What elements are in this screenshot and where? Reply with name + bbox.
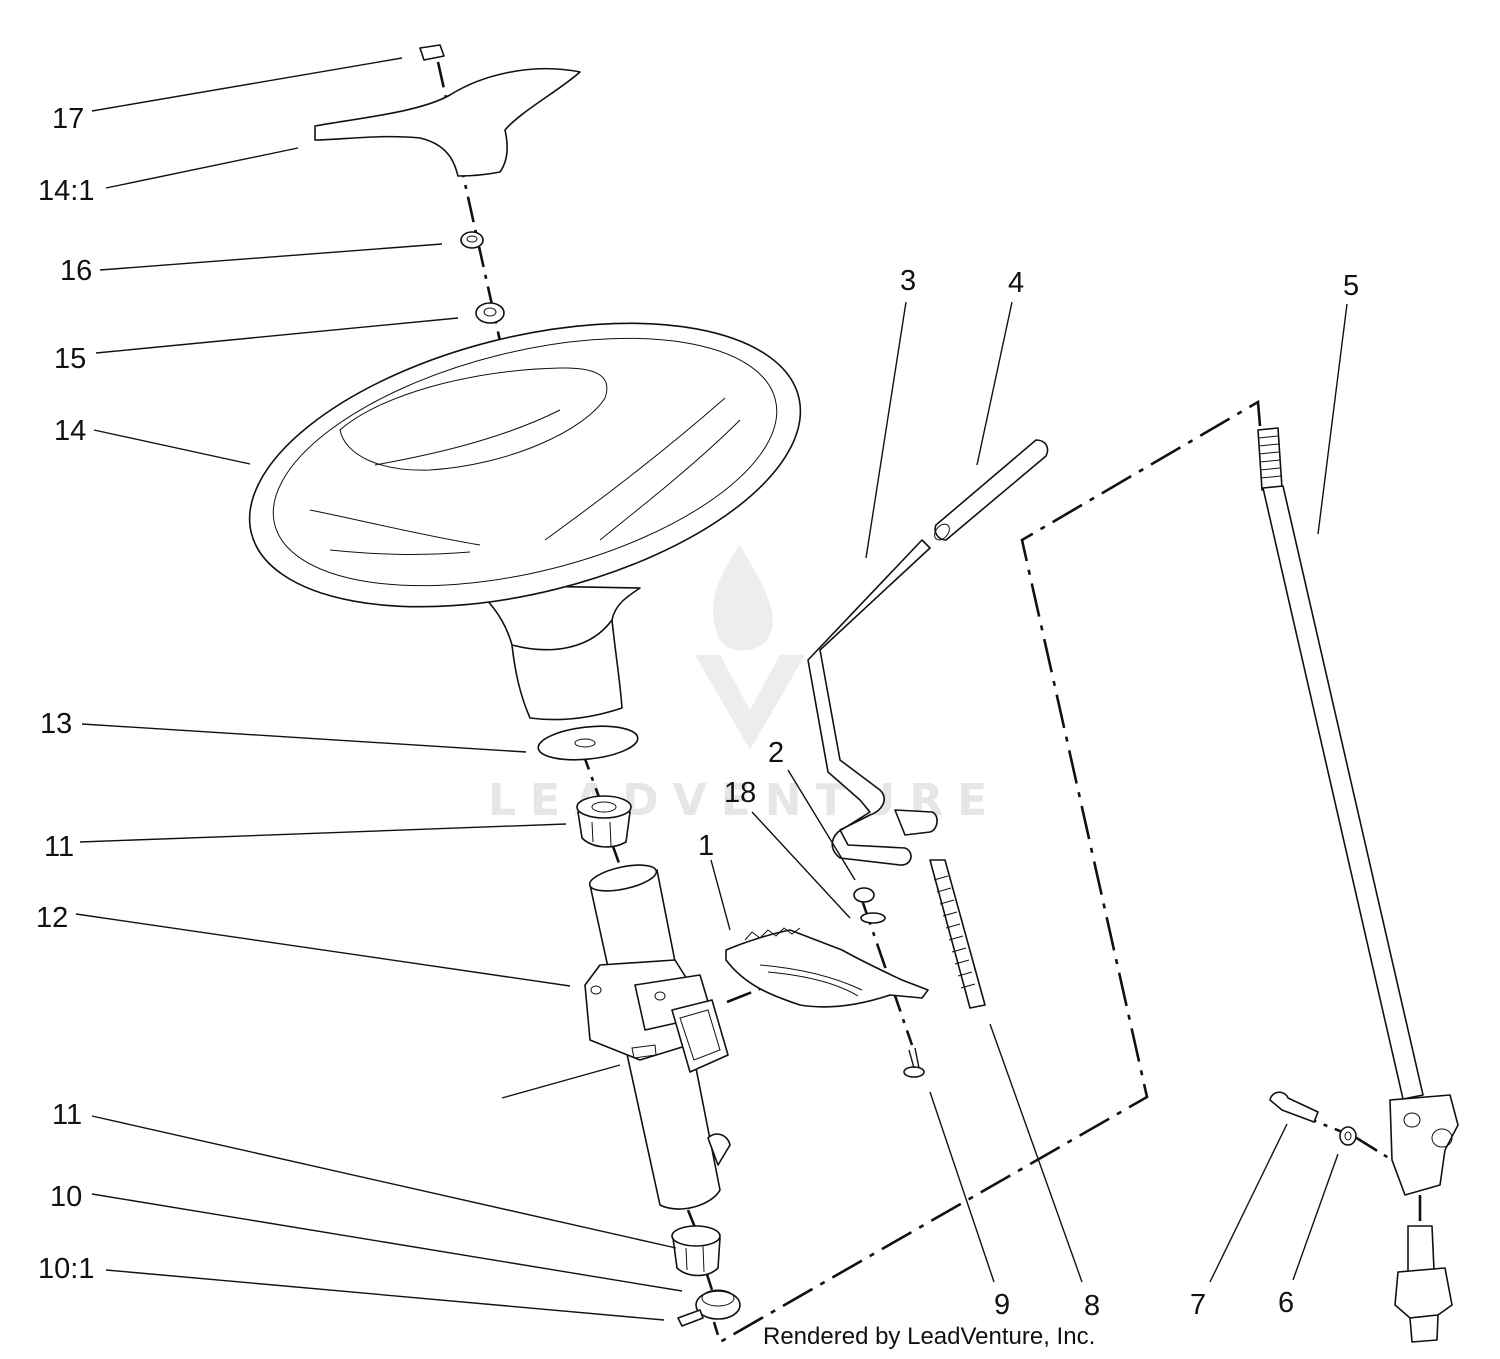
callout-10: 10 [50,1181,82,1213]
cap-part-17 [419,44,445,61]
callout-labels: 17 14:1 16 15 14 13 11 12 11 10 10:1 3 4… [36,103,1359,1322]
callout-14: 14 [54,415,86,447]
washer-part-15 [475,302,505,324]
spring-part-8 [929,859,986,1009]
steering-wheel-part-14 [248,322,802,721]
collar-part-10 [695,1289,741,1320]
callout-16: 16 [60,255,92,287]
nut-part-2 [853,887,875,903]
hub-cover-part-14-1 [314,67,581,177]
callout-1: 1 [698,830,714,862]
steering-support-part-12 [584,864,731,1210]
screw-part-9 [903,1047,925,1078]
callout-18: 18 [724,777,756,809]
callout-11-bottom: 11 [52,1099,82,1131]
callout-17: 17 [52,103,84,135]
callout-15: 15 [54,343,86,375]
bushing-part-11-bottom [671,1225,721,1277]
callout-12: 12 [36,902,68,934]
washer-part-13 [537,725,639,761]
phantom-connection-lines [712,399,1422,1344]
callout-14-1: 14:1 [38,175,94,207]
plate-part-1 [725,927,929,1008]
nut-part-16 [460,231,484,249]
bolt-part-7 [1269,1091,1319,1123]
set-screw-part-10-1 [677,1309,704,1327]
callout-5: 5 [1343,270,1359,302]
render-credit: Rendered by LeadVenture, Inc. [763,1323,1095,1350]
callout-3: 3 [900,265,916,297]
callout-9: 9 [994,1289,1010,1321]
callout-10-1: 10:1 [38,1253,94,1285]
steering-shaft-part-5 [1257,427,1459,1343]
bushing-part-11-top [576,795,632,848]
washer-part-6 [1339,1126,1357,1146]
callout-7: 7 [1190,1289,1206,1321]
leader-lines [75,57,1348,1321]
callout-6: 6 [1278,1287,1294,1319]
callout-8: 8 [1084,1290,1100,1322]
callout-4: 4 [1008,267,1024,299]
washer-part-18 [860,912,886,924]
leadventure-watermark: LEADVENTURE [488,545,987,826]
callout-2: 2 [768,737,784,769]
rod-part-3 [807,539,938,866]
callout-11-top: 11 [44,831,74,863]
callout-13: 13 [40,708,72,740]
grip-part-4 [934,439,1049,541]
